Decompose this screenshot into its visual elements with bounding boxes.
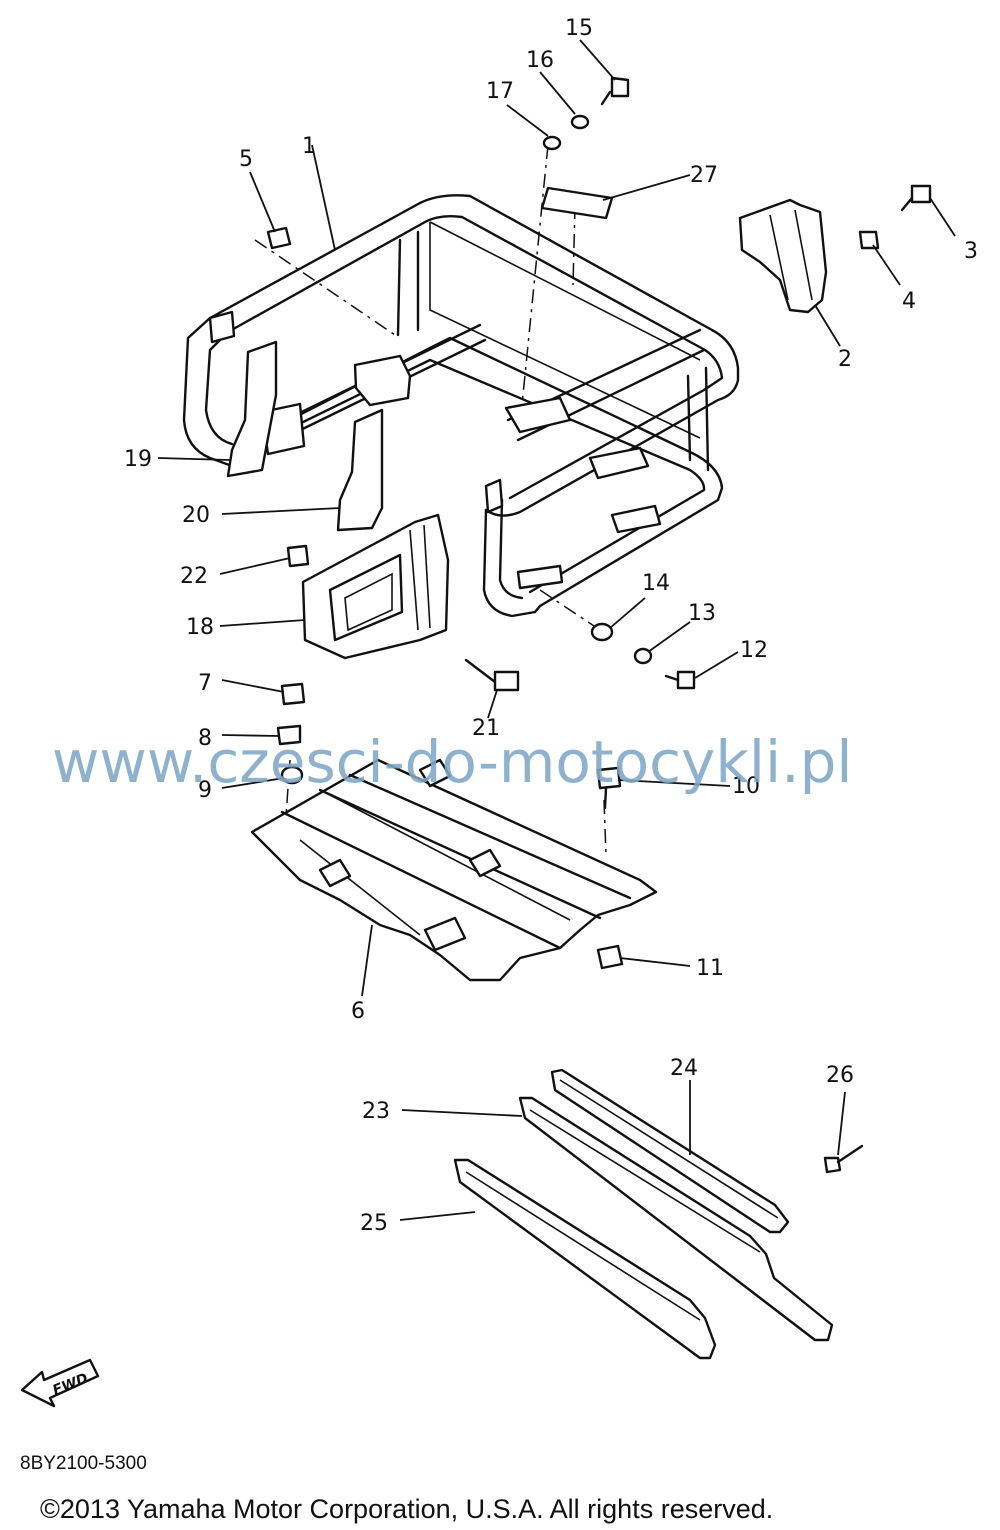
bracket-20 [336,408,384,532]
label-10: 10 [732,774,760,799]
hinge-bracket-2 [738,198,828,314]
label-6: 6 [351,999,365,1024]
panel-24 [550,1068,790,1234]
label-11: 11 [696,956,724,981]
label-18: 18 [186,615,214,640]
reflector-18 [301,513,450,660]
label-23: 23 [362,1099,390,1124]
label-22: 22 [180,564,208,589]
label-14: 14 [642,571,670,596]
label-2: 2 [838,347,852,372]
leader-lines [157,39,956,1221]
label-5: 5 [239,147,253,172]
label-20: 20 [182,503,210,528]
label-27: 27 [690,163,718,188]
label-1: 1 [302,134,316,159]
label-4: 4 [902,289,916,314]
label-15: 15 [565,16,593,41]
label-16: 16 [526,48,554,73]
bracket-19 [226,340,278,478]
panel-23 [518,1096,834,1342]
label-9: 9 [198,778,212,803]
fwd-arrow-icon: FWD [20,1358,100,1408]
label-19: 19 [124,447,152,472]
part-labels: 1 2 3 4 5 6 7 8 9 10 11 12 13 14 15 16 1… [124,16,978,1236]
label-26: 26 [826,1063,854,1088]
panel-25 [453,1158,717,1360]
label-7: 7 [198,671,212,696]
label-21: 21 [472,716,500,741]
label-24: 24 [670,1056,698,1081]
copyright: ©2013 Yamaha Motor Corporation, U.S.A. A… [40,1494,773,1524]
watermark: www.czesci-do-motocykli.pl [52,728,853,796]
label-8: 8 [198,726,212,751]
fasteners [266,76,932,1174]
label-13: 13 [688,601,716,626]
skid-plate-6 [250,758,658,982]
label-12: 12 [740,638,768,663]
diagram-code: 8BY2100-5300 [20,1453,147,1474]
label-3: 3 [964,239,978,264]
label-25: 25 [360,1211,388,1236]
label-17: 17 [486,79,514,104]
